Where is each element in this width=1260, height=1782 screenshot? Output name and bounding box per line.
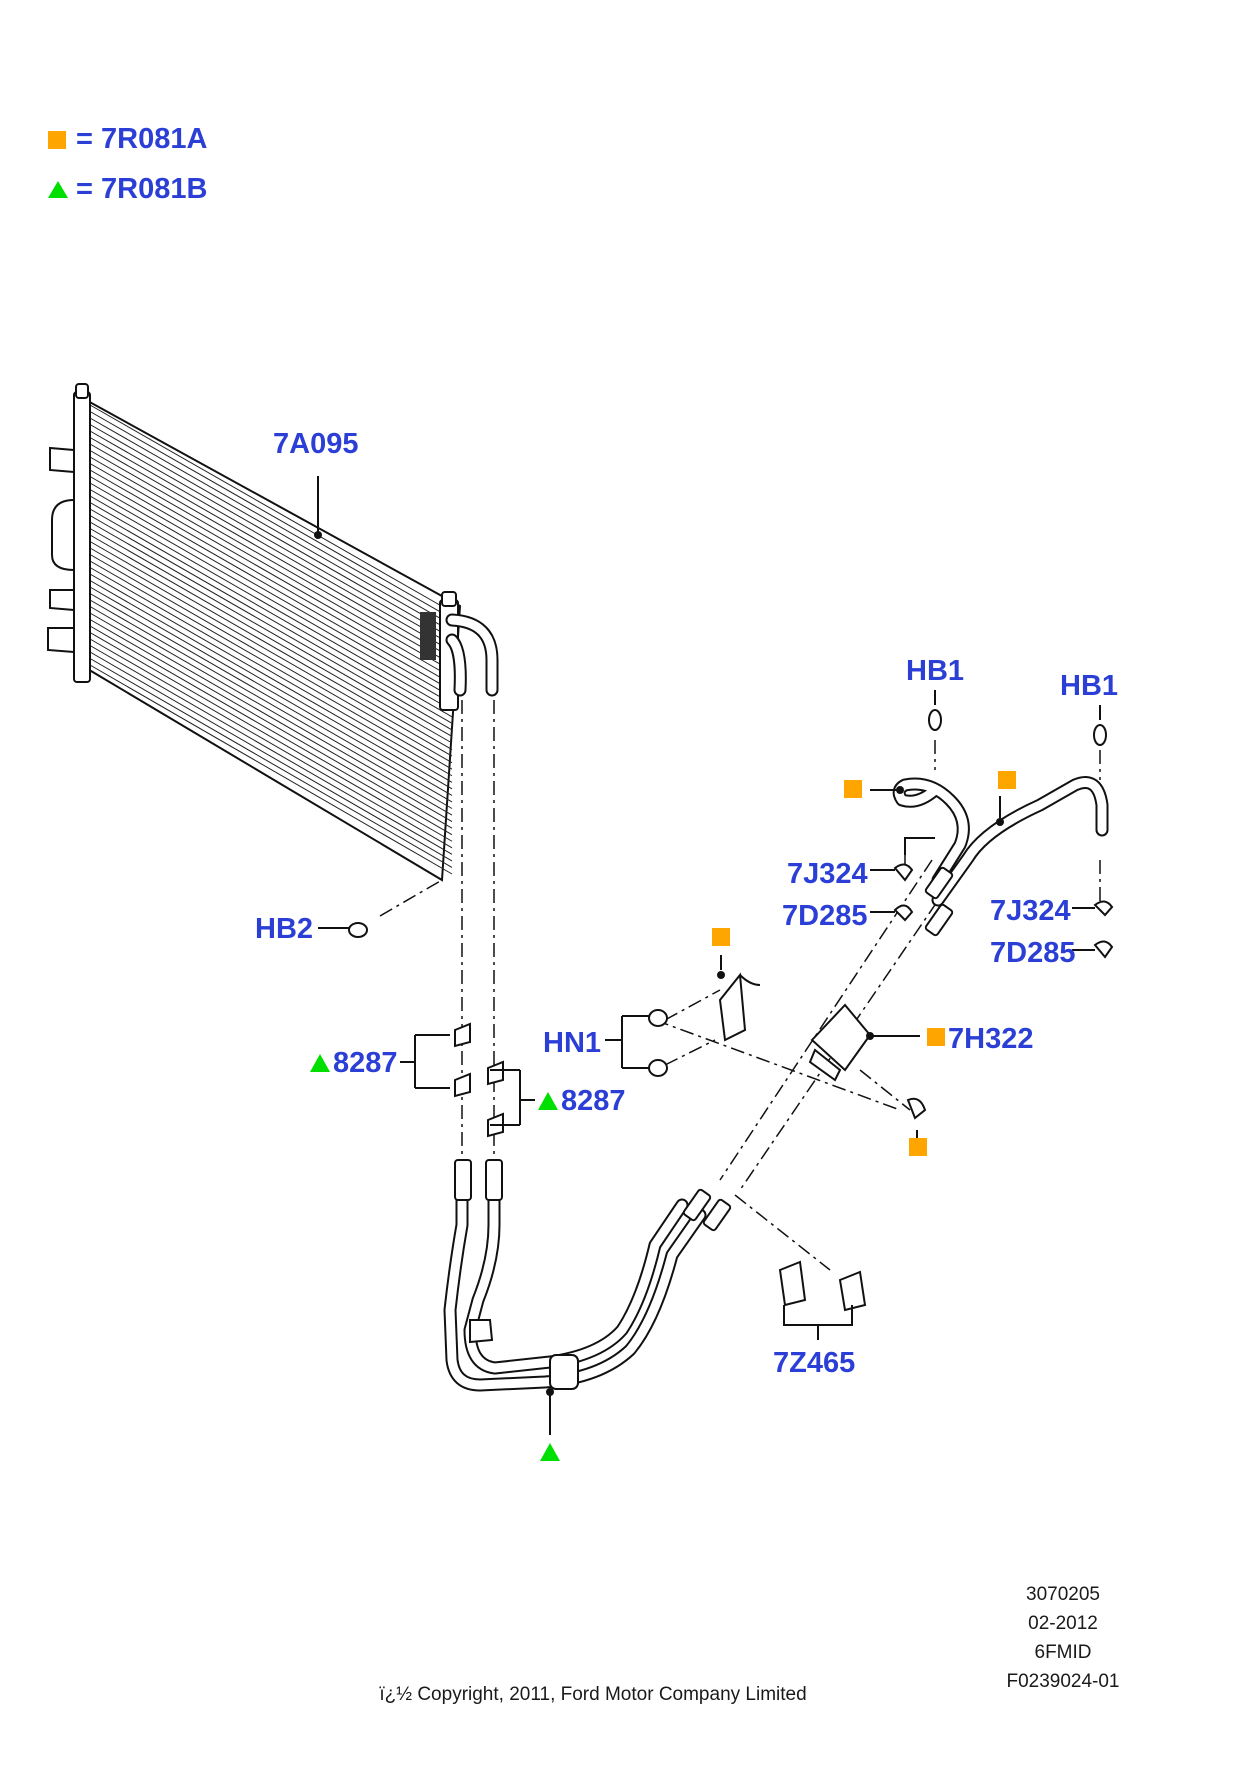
triangle-icon	[310, 1054, 330, 1072]
label-8287-right: 8287	[561, 1085, 626, 1117]
triangle-icon	[538, 1092, 558, 1110]
label-hb2: HB2	[255, 913, 313, 945]
label-hn1: HN1	[543, 1027, 601, 1059]
footer-line-3: 6FMID	[1035, 1642, 1092, 1663]
callout-symbols	[310, 771, 1016, 1461]
label-7d285-left: 7D285	[782, 900, 867, 932]
square-icon	[998, 771, 1016, 789]
transmission-cooler-lines	[443, 1159, 732, 1392]
label-8287-left: 8287	[333, 1047, 398, 1079]
condenser-fins	[89, 404, 453, 875]
upper-cooler-lines	[892, 776, 1109, 937]
footer-line-4: F0239024-01	[1006, 1671, 1119, 1692]
legend: = 7R081A = 7R081B	[48, 123, 207, 205]
footer-line-2: 02-2012	[1028, 1613, 1098, 1634]
condenser-7a095	[47, 383, 499, 882]
copyright-text: ï¿½ Copyright, 2011, Ford Motor Company …	[379, 1684, 806, 1705]
leader-lines	[314, 476, 1101, 1435]
label-7d285-right: 7D285	[990, 937, 1075, 969]
footer: 3070205 02-2012 6FMID F0239024-01 ï¿½ Co…	[379, 1584, 1119, 1705]
square-icon	[712, 928, 730, 946]
label-7j324-right: 7J324	[990, 895, 1071, 927]
footer-line-1: 3070205	[1026, 1584, 1100, 1605]
legend-7r081a: = 7R081A	[76, 123, 207, 155]
part-labels: 7A095 HB1 HB1 7J324 7D285 7J324 7D285 HB…	[255, 428, 1118, 1379]
label-7a095: 7A095	[273, 428, 358, 460]
label-hb1-left: HB1	[906, 655, 964, 687]
label-7j324-left: 7J324	[787, 858, 868, 890]
legend-7r081b: = 7R081B	[76, 173, 207, 205]
triangle-icon	[540, 1443, 560, 1461]
square-icon	[909, 1138, 927, 1156]
legend-triangle-icon	[48, 181, 68, 198]
label-7h322: 7H322	[948, 1023, 1033, 1055]
label-7z465: 7Z465	[773, 1347, 855, 1379]
hardware	[348, 709, 1114, 1312]
square-icon	[927, 1028, 945, 1046]
legend-square-icon	[48, 131, 66, 149]
square-icon	[844, 780, 862, 798]
label-hb1-right: HB1	[1060, 670, 1118, 702]
